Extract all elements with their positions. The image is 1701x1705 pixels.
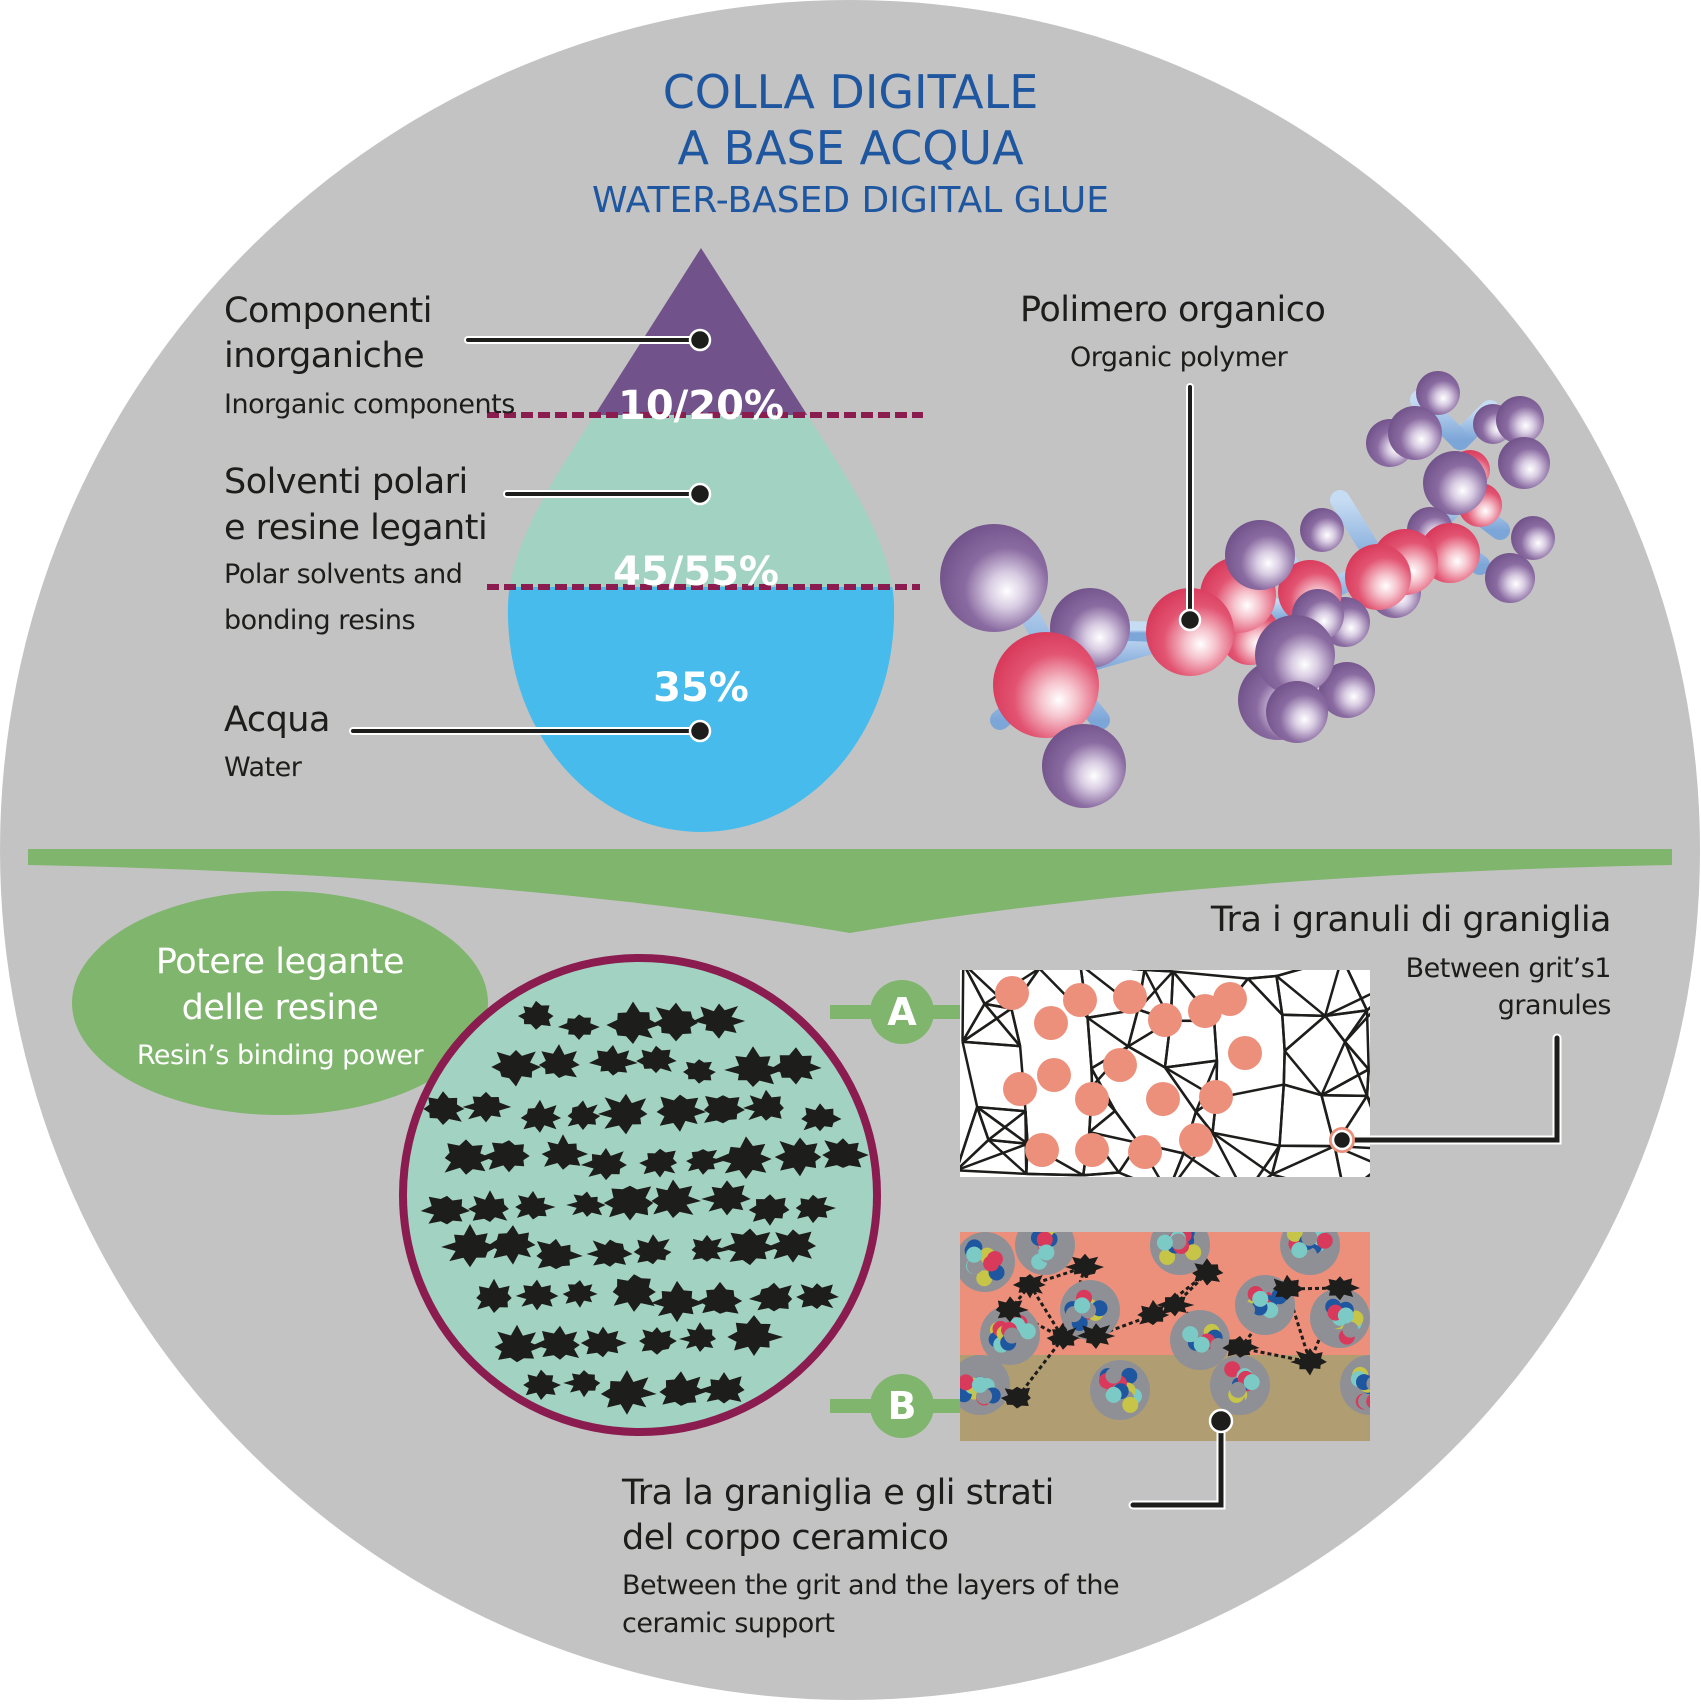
hydrogen-atom xyxy=(1266,681,1328,743)
panel-a-label-en-1: Between grit’s1 xyxy=(1406,949,1611,989)
label-solvents-en-1: Polar solvents and xyxy=(224,555,462,595)
title-line-3-english: WATER-BASED DIGITAL GLUE xyxy=(0,180,1701,222)
grit-granule-cluster xyxy=(1170,1310,1230,1370)
grit-granule xyxy=(1199,1080,1233,1114)
grit-granule-cluster xyxy=(955,1232,1015,1292)
grit-granule xyxy=(1075,1082,1109,1116)
panel-b-grit-layers xyxy=(950,1215,1400,1441)
percent-solvents: 45/55% xyxy=(546,549,846,595)
grit-granule xyxy=(1113,980,1147,1014)
grit-granule xyxy=(1075,1133,1109,1167)
badge-b: B xyxy=(870,1374,934,1438)
grit-granule xyxy=(1188,994,1222,1028)
hydrogen-atom xyxy=(1496,396,1544,444)
title-line-1: COLLA DIGITALE xyxy=(0,66,1701,118)
panel-b-label-en-2: ceramic support xyxy=(622,1604,835,1644)
network-line xyxy=(1144,970,1173,972)
hydrogen-atom xyxy=(1225,520,1295,590)
grit-granule-cluster xyxy=(1210,1355,1270,1415)
label-inorganic-it-2: inorganiche xyxy=(224,335,424,377)
grit-granule xyxy=(1179,1123,1213,1157)
network-line xyxy=(1284,1051,1285,1085)
carbon-atom xyxy=(993,632,1099,738)
percent-water: 35% xyxy=(551,665,851,711)
network-line xyxy=(1282,1015,1325,1016)
panel-b-label-it-1: Tra la graniglia e gli strati xyxy=(622,1472,1054,1514)
hydrogen-atom xyxy=(1511,516,1555,560)
grit-granule xyxy=(1003,1072,1037,1106)
label-inorganic-en: Inorganic components xyxy=(224,385,515,425)
hydrogen-atom xyxy=(1042,724,1126,808)
badge-a: A xyxy=(870,980,934,1044)
panel-a-grit-network xyxy=(956,958,1402,1196)
panel-b-label-it-2: del corpo ceramico xyxy=(622,1517,949,1559)
oval-title-1: Potere legante xyxy=(75,940,485,984)
oval-subtitle-en: Resin’s binding power xyxy=(75,1036,485,1076)
title-line-2: A BASE ACQUA xyxy=(0,122,1701,174)
label-inorganic-it-1: Componenti xyxy=(224,290,432,332)
label-polymer-en: Organic polymer xyxy=(1070,338,1287,378)
hydrogen-atom xyxy=(1498,437,1550,489)
label-water-it: Acqua xyxy=(224,699,330,741)
grit-granule-cluster xyxy=(1090,1360,1150,1420)
resin-particle xyxy=(770,1229,817,1262)
panel-b-label-en-1: Between the grit and the layers of the xyxy=(622,1566,1119,1606)
network-line xyxy=(1321,1095,1367,1096)
grit-granule xyxy=(1037,1058,1071,1092)
oval-title-2: delle resine xyxy=(75,986,485,1030)
network-line xyxy=(963,964,964,1042)
grit-granule xyxy=(1128,1135,1162,1169)
hydrogen-atom xyxy=(1423,451,1487,515)
panel-a-label-it: Tra i granuli di graniglia xyxy=(1211,899,1611,941)
network-line xyxy=(1367,1010,1369,1069)
grit-granule xyxy=(1148,1003,1182,1037)
grit-granule xyxy=(1025,1133,1059,1167)
grit-granule xyxy=(1103,1048,1137,1082)
grit-granule xyxy=(1034,1006,1068,1040)
hydrogen-atom xyxy=(940,524,1048,632)
grit-granule xyxy=(1063,983,1097,1017)
grit-granule xyxy=(1228,1036,1262,1070)
network-line xyxy=(1026,1111,1027,1174)
grit-granule xyxy=(995,976,1029,1010)
label-solvents-it-2: e resine leganti xyxy=(224,507,487,549)
hydrogen-atom xyxy=(1485,553,1535,603)
label-water-en: Water xyxy=(224,748,301,788)
label-solvents-en-2: bonding resins xyxy=(224,601,415,641)
hydrogen-atom xyxy=(1388,406,1442,460)
panel-a-label-en-2: granules xyxy=(1498,986,1611,1026)
network-line xyxy=(1367,1069,1369,1095)
label-solvents-it-1: Solventi polari xyxy=(224,461,468,503)
hydrogen-atom xyxy=(1300,508,1344,552)
percent-inorganic: 10/20% xyxy=(551,383,851,429)
label-polymer-it: Polimero organico xyxy=(1020,289,1325,331)
grit-granule xyxy=(1146,1082,1180,1116)
network-line xyxy=(1026,1174,1083,1175)
